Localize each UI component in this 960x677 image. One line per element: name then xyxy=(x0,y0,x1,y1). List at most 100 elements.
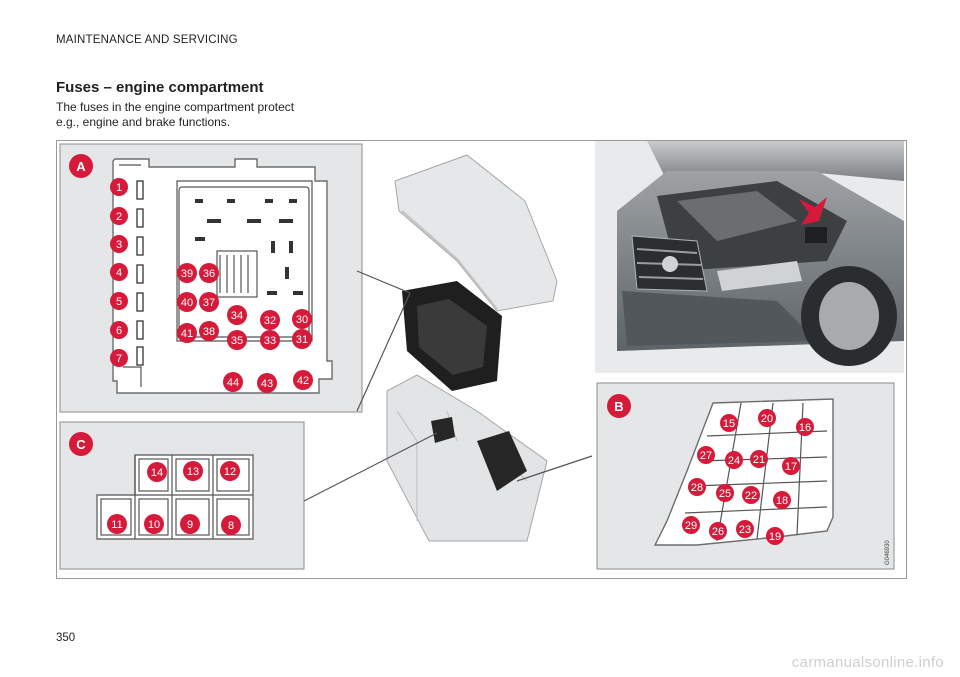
fuse-badge: 31 xyxy=(292,329,312,349)
fuse-number: 21 xyxy=(753,454,765,466)
panel-a-relay-slots xyxy=(195,199,303,295)
fuse-number: 35 xyxy=(231,335,243,347)
panel-a-letter-badge: A xyxy=(69,154,93,178)
fuse-number: 38 xyxy=(203,326,215,338)
fuse-number: 41 xyxy=(181,328,193,340)
fuse-badge: 42 xyxy=(293,370,313,390)
fuse-number: 10 xyxy=(148,519,160,531)
fuse-number: 8 xyxy=(228,520,234,532)
fuse-number: 43 xyxy=(261,378,273,390)
fuse-number: 5 xyxy=(116,296,122,308)
fuse-badge: 33 xyxy=(260,330,280,350)
fuse-badge: 43 xyxy=(257,373,277,393)
fuse-badge: 19 xyxy=(766,527,784,545)
watermark: carmanualsonline.info xyxy=(791,654,944,671)
fuse-badge: 17 xyxy=(782,457,800,475)
fuse-badge: 38 xyxy=(199,321,219,341)
fuse-number: 19 xyxy=(769,531,781,543)
fuse-number: 40 xyxy=(181,297,193,309)
fuse-badge: 41 xyxy=(177,323,197,343)
fuse-number: 37 xyxy=(203,297,215,309)
fuse-badge: 12 xyxy=(220,461,240,481)
intro-line-1: The fuses in the engine compartment prot… xyxy=(56,100,295,114)
fuse-number: 33 xyxy=(264,335,276,347)
page-number: 350 xyxy=(56,632,76,644)
fuse-number: 14 xyxy=(151,467,163,479)
fuse-number: 16 xyxy=(799,422,811,434)
section-header: MAINTENANCE AND SERVICING xyxy=(56,34,238,46)
fuse-number: 18 xyxy=(776,495,788,507)
fuse-number: 26 xyxy=(712,526,724,538)
fuse-box-illustration xyxy=(303,154,593,542)
fuse-number: 2 xyxy=(116,211,122,223)
fuse-badge: 34 xyxy=(227,305,247,325)
fuse-number: 25 xyxy=(719,488,731,500)
fuse-number: 31 xyxy=(296,334,308,346)
fuse-badge: 15 xyxy=(720,414,738,432)
fuse-badge: 27 xyxy=(697,446,715,464)
fuse-number: 39 xyxy=(181,268,193,280)
fuse-badge: 23 xyxy=(736,520,754,538)
intro-line-2: e.g., engine and brake functions. xyxy=(56,115,231,129)
fuse-number: 44 xyxy=(227,377,239,389)
fuse-number: 28 xyxy=(691,482,703,494)
fuse-badge: 25 xyxy=(716,484,734,502)
fuse-badge: 26 xyxy=(709,522,727,540)
fuse-number: 42 xyxy=(297,375,309,387)
fuse-badge: 11 xyxy=(107,514,127,534)
fuse-badge: 18 xyxy=(773,491,791,509)
fuse-badge: 6 xyxy=(110,321,128,339)
fuse-badge: 21 xyxy=(750,450,768,468)
fuse-badge: 32 xyxy=(260,310,280,330)
panel-c-letter: C xyxy=(76,437,86,452)
fuse-badge: 3 xyxy=(110,235,128,253)
fuse-number: 36 xyxy=(203,268,215,280)
fuse-badge: 4 xyxy=(110,263,128,281)
fuse-number: 24 xyxy=(728,455,740,467)
panel-a-left-fuse-slots xyxy=(136,180,144,366)
fuse-badge: 29 xyxy=(682,516,700,534)
fuse-number: 4 xyxy=(116,267,122,279)
panel-a-letter: A xyxy=(76,159,86,174)
fuse-number: 22 xyxy=(745,490,757,502)
image-code: G046930 xyxy=(885,540,891,565)
fuse-number: 1 xyxy=(116,182,122,194)
panel-c-letter-badge: C xyxy=(69,432,93,456)
fuse-badge: 13 xyxy=(183,461,203,481)
fuse-diagram-figure: G046930 A C B 1 2 3 4 5 6 7 39 36 40 37 … xyxy=(56,140,907,579)
fuse-badge: 40 xyxy=(177,292,197,312)
fuse-badge: 14 xyxy=(147,462,167,482)
fuse-number: 30 xyxy=(296,314,308,326)
fuse-number: 34 xyxy=(231,310,243,322)
fuse-badge: 39 xyxy=(177,263,197,283)
fuse-number: 32 xyxy=(264,315,276,327)
location-arrow-icon xyxy=(799,197,827,225)
fuse-badge: 44 xyxy=(223,372,243,392)
fuse-badge: 10 xyxy=(144,514,164,534)
panel-c-fusebox xyxy=(59,421,305,570)
fuse-number: 13 xyxy=(187,466,199,478)
fuse-badge: 36 xyxy=(199,263,219,283)
fuse-badge: 30 xyxy=(292,309,312,329)
fuse-number: 29 xyxy=(685,520,697,532)
fuse-badge: 1 xyxy=(110,178,128,196)
fuse-number: 17 xyxy=(785,461,797,473)
fuse-badge: 24 xyxy=(725,451,743,469)
fuse-badge: 22 xyxy=(742,486,760,504)
fuse-number: 20 xyxy=(761,413,773,425)
fuse-badge: 2 xyxy=(110,207,128,225)
fuse-number: 7 xyxy=(116,353,122,365)
fuse-badge: 9 xyxy=(180,514,200,534)
fuse-badge: 8 xyxy=(221,515,241,535)
panel-b-fusebox: G046930 xyxy=(596,382,895,570)
fuse-badge: 37 xyxy=(199,292,219,312)
fuse-badge: 16 xyxy=(796,418,814,436)
fuse-number: 15 xyxy=(723,418,735,430)
fuse-number: 27 xyxy=(700,450,712,462)
fuse-number: 23 xyxy=(739,524,751,536)
fuse-badge: 20 xyxy=(758,409,776,427)
panel-b-letter-badge: B xyxy=(607,394,631,418)
fuse-number: 6 xyxy=(116,325,122,337)
fuse-number: 9 xyxy=(187,519,193,531)
fuse-badge: 7 xyxy=(110,349,128,367)
